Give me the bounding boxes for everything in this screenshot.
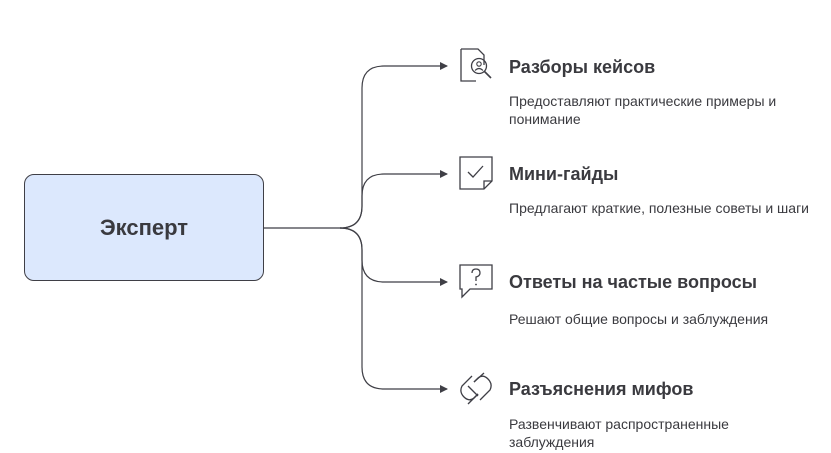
- connector-branch-4: [339, 227, 448, 393]
- branch-2-description: Предлагают краткие, полезные советы и ша…: [509, 200, 810, 216]
- connector-branch-2: [339, 170, 448, 229]
- branch-1-title: Разборы кейсов: [509, 57, 656, 77]
- connector-branch-3: [339, 227, 448, 286]
- branch-2-title: Мини-гайды: [509, 164, 619, 184]
- case-study-search-icon: [460, 48, 492, 82]
- branch-1-description: Предоставляют практические примеры и пон…: [509, 93, 777, 127]
- checklist-note-icon: [459, 156, 493, 190]
- question-bubble-icon: [459, 264, 493, 299]
- root-node: Эксперт: [24, 174, 264, 281]
- connector-branch-1: [339, 62, 448, 229]
- root-label: Эксперт: [99, 214, 189, 240]
- branch-4-description: Развенчивают распространенные заблуждени…: [509, 416, 729, 450]
- branch-4-title: Разъяснения мифов: [509, 379, 694, 399]
- branch-3-title: Ответы на частые вопросы: [509, 272, 757, 292]
- branch-3-description: Решают общие вопросы и заблуждения: [509, 311, 769, 327]
- broken-pill-icon: [460, 372, 492, 405]
